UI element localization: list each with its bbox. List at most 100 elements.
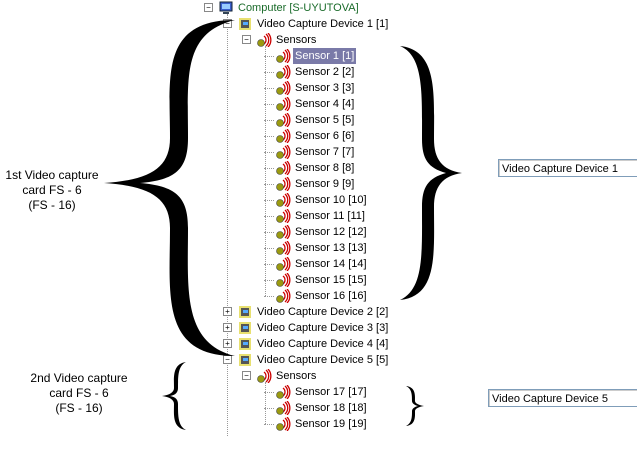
capture-card-icon	[238, 337, 252, 351]
tree-node-sensor[interactable]: Sensor 5 [5]	[0, 112, 400, 128]
node-label: Sensor 1 [1]	[293, 48, 357, 64]
tree-node-sensor[interactable]: Sensor 1 [1]	[0, 48, 400, 64]
sensor-icon	[276, 144, 291, 160]
node-label: Sensor 3 [3]	[295, 82, 355, 94]
tree-node-sensor[interactable]: Sensor 15 [15]	[0, 272, 400, 288]
tree-node-sensor[interactable]: Sensor 17 [17]	[0, 384, 400, 400]
sensor-icon	[276, 272, 291, 288]
capture-card-icon	[238, 305, 252, 319]
device1-name-field[interactable]: Video Capture Device 1	[498, 159, 637, 177]
tree-connector	[264, 152, 274, 153]
node-label: Video Capture Device 3 [3]	[257, 322, 389, 334]
tree-connector	[264, 424, 274, 425]
tree-connector	[264, 248, 274, 249]
tree-node-sensors[interactable]: −Sensors	[0, 368, 400, 384]
tree-node-sensor[interactable]: Sensor 18 [18]	[0, 400, 400, 416]
device5-name-field[interactable]: Video Capture Device 5	[488, 389, 637, 407]
tree-node-computer[interactable]: − Computer [S-UYUTOVA]	[0, 0, 400, 16]
node-label: Sensor 17 [17]	[295, 386, 367, 398]
tree-node-device[interactable]: −Video Capture Device 1 [1]	[0, 16, 400, 32]
tree-node-device[interactable]: + Video Capture Device 4 [4]	[0, 336, 400, 352]
capture-card-icon	[238, 321, 252, 335]
sensor-icon	[276, 288, 291, 304]
node-label: Sensor 11 [11]	[295, 210, 365, 222]
right-brace-small	[406, 386, 424, 426]
tree-node-sensor[interactable]: Sensor 4 [4]	[0, 96, 400, 112]
tree-node-sensor[interactable]: Sensor 2 [2]	[0, 64, 400, 80]
collapse-icon[interactable]: −	[242, 35, 251, 44]
tree-node-sensor[interactable]: Sensor 9 [9]	[0, 176, 400, 192]
sensor-icon	[276, 208, 291, 224]
node-label: Computer [S-UYUTOVA]	[238, 2, 359, 14]
tree-connector	[264, 168, 274, 169]
sensor-icon	[276, 256, 291, 272]
node-label: Video Capture Device 5 [5]	[257, 354, 389, 366]
expand-icon[interactable]: +	[223, 307, 232, 316]
tree-node-sensor[interactable]: Sensor 14 [14]	[0, 256, 400, 272]
sensor-icon	[276, 224, 291, 240]
tree-connector	[264, 408, 274, 409]
sensor-icon	[276, 384, 291, 400]
tree-node-sensor[interactable]: Sensor 7 [7]	[0, 144, 400, 160]
tree-node-sensor[interactable]: Sensor 11 [11]	[0, 208, 400, 224]
sensor-icon	[276, 96, 291, 112]
node-label: Sensor 15 [15]	[295, 274, 367, 286]
node-label: Sensor 6 [6]	[295, 130, 355, 142]
sensors-icon	[257, 32, 272, 48]
expand-icon[interactable]: +	[223, 323, 232, 332]
tree-connector	[227, 14, 228, 436]
node-label: Sensor 14 [14]	[295, 258, 367, 270]
node-label: Sensor 18 [18]	[295, 402, 367, 414]
sensor-icon	[276, 48, 291, 64]
tree-node-sensor[interactable]: Sensor 10 [10]	[0, 192, 400, 208]
tree-node-sensors[interactable]: −Sensors	[0, 32, 400, 48]
tree-node-device[interactable]: −Video Capture Device 5 [5]	[0, 352, 400, 368]
sensor-icon	[276, 176, 291, 192]
tree-node-device[interactable]: +Video Capture Device 2 [2]	[0, 304, 400, 320]
annotation-line: (FS - 16)	[28, 198, 76, 212]
capture-card-icon	[238, 353, 252, 367]
tree-connector	[264, 216, 274, 217]
left-brace-large	[104, 20, 235, 356]
tree-connector	[264, 392, 274, 393]
sensor-icon	[276, 112, 291, 128]
node-label: Video Capture Device 4 [4]	[257, 338, 389, 350]
node-label: Sensor 19 [19]	[295, 418, 367, 430]
tree-connector	[264, 72, 274, 73]
node-label: Sensor 13 [13]	[295, 242, 367, 254]
tree-node-sensor[interactable]: Sensor 13 [13]	[0, 240, 400, 256]
node-label: Sensor 12 [12]	[295, 226, 367, 238]
node-label: Sensor 2 [2]	[295, 66, 355, 78]
tree-node-sensor[interactable]: Sensor 8 [8]	[0, 160, 400, 176]
tree-node-sensor[interactable]: Sensor 6 [6]	[0, 128, 400, 144]
tree-connector	[264, 296, 274, 297]
annotation-line: card FS - 6	[49, 386, 109, 400]
tree-connector	[264, 200, 274, 201]
node-label: Sensor 16 [16]	[295, 290, 367, 302]
tree-connector	[264, 104, 274, 105]
tree-connector	[264, 280, 274, 281]
sensor-icon	[276, 64, 291, 80]
left-brace-small	[162, 362, 186, 430]
card1-annotation: 1st Video capture card FS - 6 (FS - 16)	[0, 168, 104, 213]
node-label: Sensor 8 [8]	[295, 162, 355, 174]
sensors-icon	[257, 368, 272, 384]
collapse-icon[interactable]: −	[204, 3, 213, 12]
tree-connector	[264, 56, 274, 57]
annotation-line: 1st Video capture	[5, 168, 99, 182]
tree-node-sensor[interactable]: Sensor 12 [12]	[0, 224, 400, 240]
annotation-line: (FS - 16)	[55, 401, 103, 415]
tree-connector	[264, 264, 274, 265]
tree-node-device[interactable]: + Video Capture Device 3 [3]	[0, 320, 400, 336]
tree-node-sensor[interactable]: Sensor 19 [19]	[0, 416, 400, 432]
tree-node-sensor[interactable]: Sensor 16 [16]	[0, 288, 400, 304]
card2-annotation: 2nd Video capture card FS - 6 (FS - 16)	[20, 371, 138, 416]
expand-icon[interactable]: +	[223, 339, 232, 348]
right-brace-large	[400, 46, 462, 300]
node-label: Sensor 9 [9]	[295, 178, 355, 190]
tree-connector	[265, 382, 266, 424]
node-label: Sensor 10 [10]	[295, 194, 367, 206]
tree-connector	[265, 46, 266, 296]
collapse-icon[interactable]: −	[242, 371, 251, 380]
tree-node-sensor[interactable]: Sensor 3 [3]	[0, 80, 400, 96]
